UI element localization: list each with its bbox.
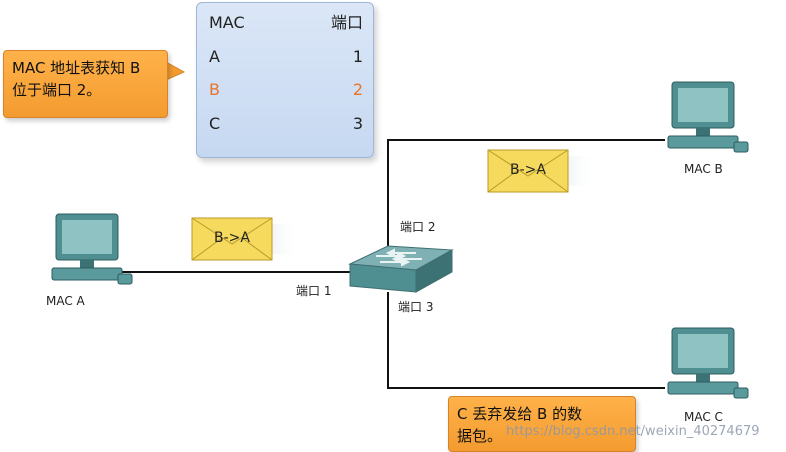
link-switch-to-b (387, 139, 665, 250)
callout-mac-learned: MAC 地址表获知 B 位于端口 2。 (3, 50, 168, 118)
port-header-label: 端口 (330, 13, 363, 32)
mac-entry: C (209, 114, 221, 133)
pc-a-label: MAC A (46, 294, 85, 308)
pc-a-icon (51, 213, 133, 285)
callout-learn-text: MAC 地址表获知 B 位于端口 2。 (12, 59, 141, 99)
port-3-label: 端口 3 (398, 300, 434, 314)
frame-label: B->A (214, 230, 250, 246)
frame-envelope-a: B->A (190, 214, 300, 264)
port-1-label: 端口 1 (296, 284, 332, 298)
pc-c-label: MAC C (684, 410, 723, 424)
link-switch-to-c (387, 292, 665, 389)
callout-c-drops: C 丢弃发给 B 的数 据包。 (448, 396, 636, 452)
mac-address-table: MAC 端口 A 1 B 2 C 3 (196, 2, 374, 158)
envelope-icon (191, 217, 300, 261)
port-2-label: 端口 2 (400, 220, 436, 234)
switch-icon (348, 245, 454, 293)
port-entry: 3 (352, 114, 363, 133)
envelope-icon (487, 149, 596, 193)
mac-table-row-a: A 1 (209, 43, 363, 71)
mac-table-row-b: B 2 (209, 76, 363, 104)
mac-entry: B (209, 80, 220, 99)
callout-learn-pointer (165, 61, 186, 81)
callout-drop-text: C 丢弃发给 B 的数 据包。 (457, 405, 583, 445)
pc-b-icon (667, 81, 749, 153)
mac-header-label: MAC (209, 13, 245, 32)
mac-entry: A (209, 47, 220, 66)
pc-c-icon (667, 327, 749, 399)
port-entry: 2 (352, 80, 363, 99)
port-entry: 1 (352, 47, 363, 66)
pc-b-label: MAC B (684, 162, 723, 176)
frame-envelope-b: B->A (486, 146, 596, 196)
frame-label: B->A (510, 162, 546, 178)
mac-table-row-c: C 3 (209, 110, 363, 138)
mac-table-header: MAC 端口 (209, 9, 363, 37)
watermark-text: https://blog.csdn.net/weixin_40274679 (506, 424, 760, 439)
